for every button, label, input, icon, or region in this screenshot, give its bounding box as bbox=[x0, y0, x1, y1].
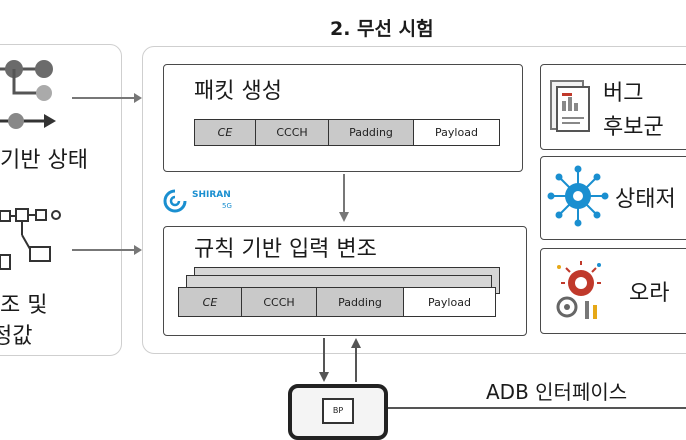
packet-field-row: CE CCCH Padding Payload bbox=[194, 119, 500, 146]
state-label: 상태저 bbox=[615, 187, 676, 212]
report-icon bbox=[550, 80, 590, 132]
workflow-icon bbox=[0, 208, 61, 270]
left-panel bbox=[0, 44, 122, 356]
chip-label: BP bbox=[332, 406, 344, 415]
arrows-mutation-device bbox=[319, 338, 361, 382]
rule-mutation-title: 규칙 기반 입력 변조 bbox=[194, 237, 377, 262]
state-machine-icon bbox=[0, 60, 56, 129]
state-box: 상태저 bbox=[540, 156, 686, 240]
bug-candidates-box: 버그 후보군 bbox=[540, 64, 686, 150]
field-ccch: CCCH bbox=[242, 288, 317, 316]
left-result-line2: 정값 bbox=[0, 324, 33, 349]
field-payload: Payload bbox=[404, 288, 495, 316]
left-state-label: 기반 상태 bbox=[0, 148, 88, 173]
field-ce: CE bbox=[179, 288, 242, 316]
network-gear-icon bbox=[547, 165, 609, 227]
oracle-box: 오라 bbox=[540, 248, 686, 334]
device-phone: BP bbox=[288, 384, 388, 440]
field-ce: CE bbox=[195, 120, 256, 145]
diagram-title: 2. 무선 시험 bbox=[330, 18, 434, 40]
field-padding: Padding bbox=[317, 288, 404, 316]
logo-text: SHIRAN bbox=[192, 190, 231, 200]
device-connector-line bbox=[388, 407, 686, 409]
arrow-packet-to-mutation bbox=[339, 174, 349, 222]
bug-gear-icon bbox=[556, 261, 601, 319]
bug-candidates-line2: 후보군 bbox=[603, 115, 664, 140]
bug-candidates-line1: 버그 bbox=[603, 81, 644, 106]
shiran-logo-icon bbox=[163, 189, 187, 213]
packet-generation-title: 패킷 생성 bbox=[194, 79, 282, 104]
left-result-line1: 조 및 bbox=[0, 293, 48, 318]
left-arrows bbox=[72, 93, 142, 255]
field-padding: Padding bbox=[329, 120, 414, 145]
mutated-field-row: CE CCCH Padding Payload bbox=[178, 287, 496, 317]
field-payload: Payload bbox=[414, 120, 499, 145]
logo-subtext: 5G bbox=[222, 202, 232, 210]
packet-generation-box: 패킷 생성 CE CCCH Padding Payload bbox=[163, 64, 523, 172]
chip-icon: BP bbox=[322, 398, 354, 424]
adb-interface-label: ADB 인터페이스 bbox=[482, 376, 632, 405]
rule-mutation-box: 규칙 기반 입력 변조 CE CCCH Padding Payload bbox=[163, 226, 527, 336]
oracle-label: 오라 bbox=[629, 281, 670, 306]
field-ccch: CCCH bbox=[256, 120, 329, 145]
